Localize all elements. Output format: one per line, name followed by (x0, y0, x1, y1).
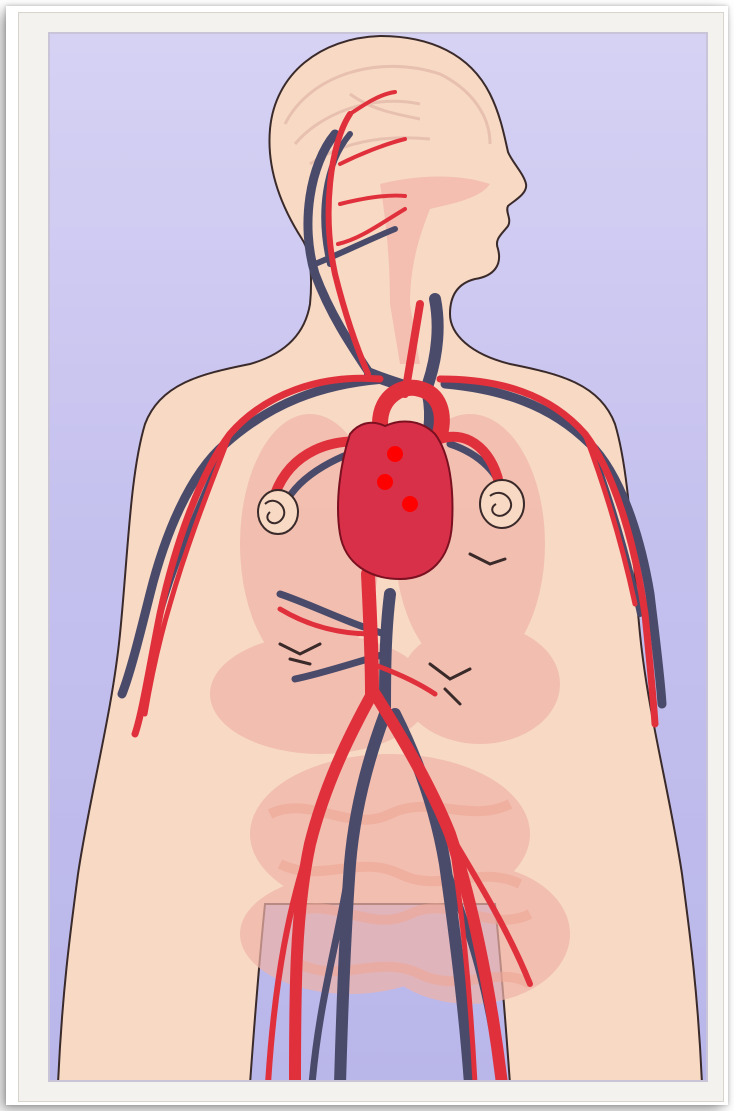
heart (338, 421, 452, 579)
marker-2 (377, 474, 393, 490)
illustration-panel (48, 32, 708, 1082)
marker-3 (402, 496, 418, 512)
marker-1 (387, 446, 403, 462)
circulatory-system-illustration (50, 34, 708, 1082)
